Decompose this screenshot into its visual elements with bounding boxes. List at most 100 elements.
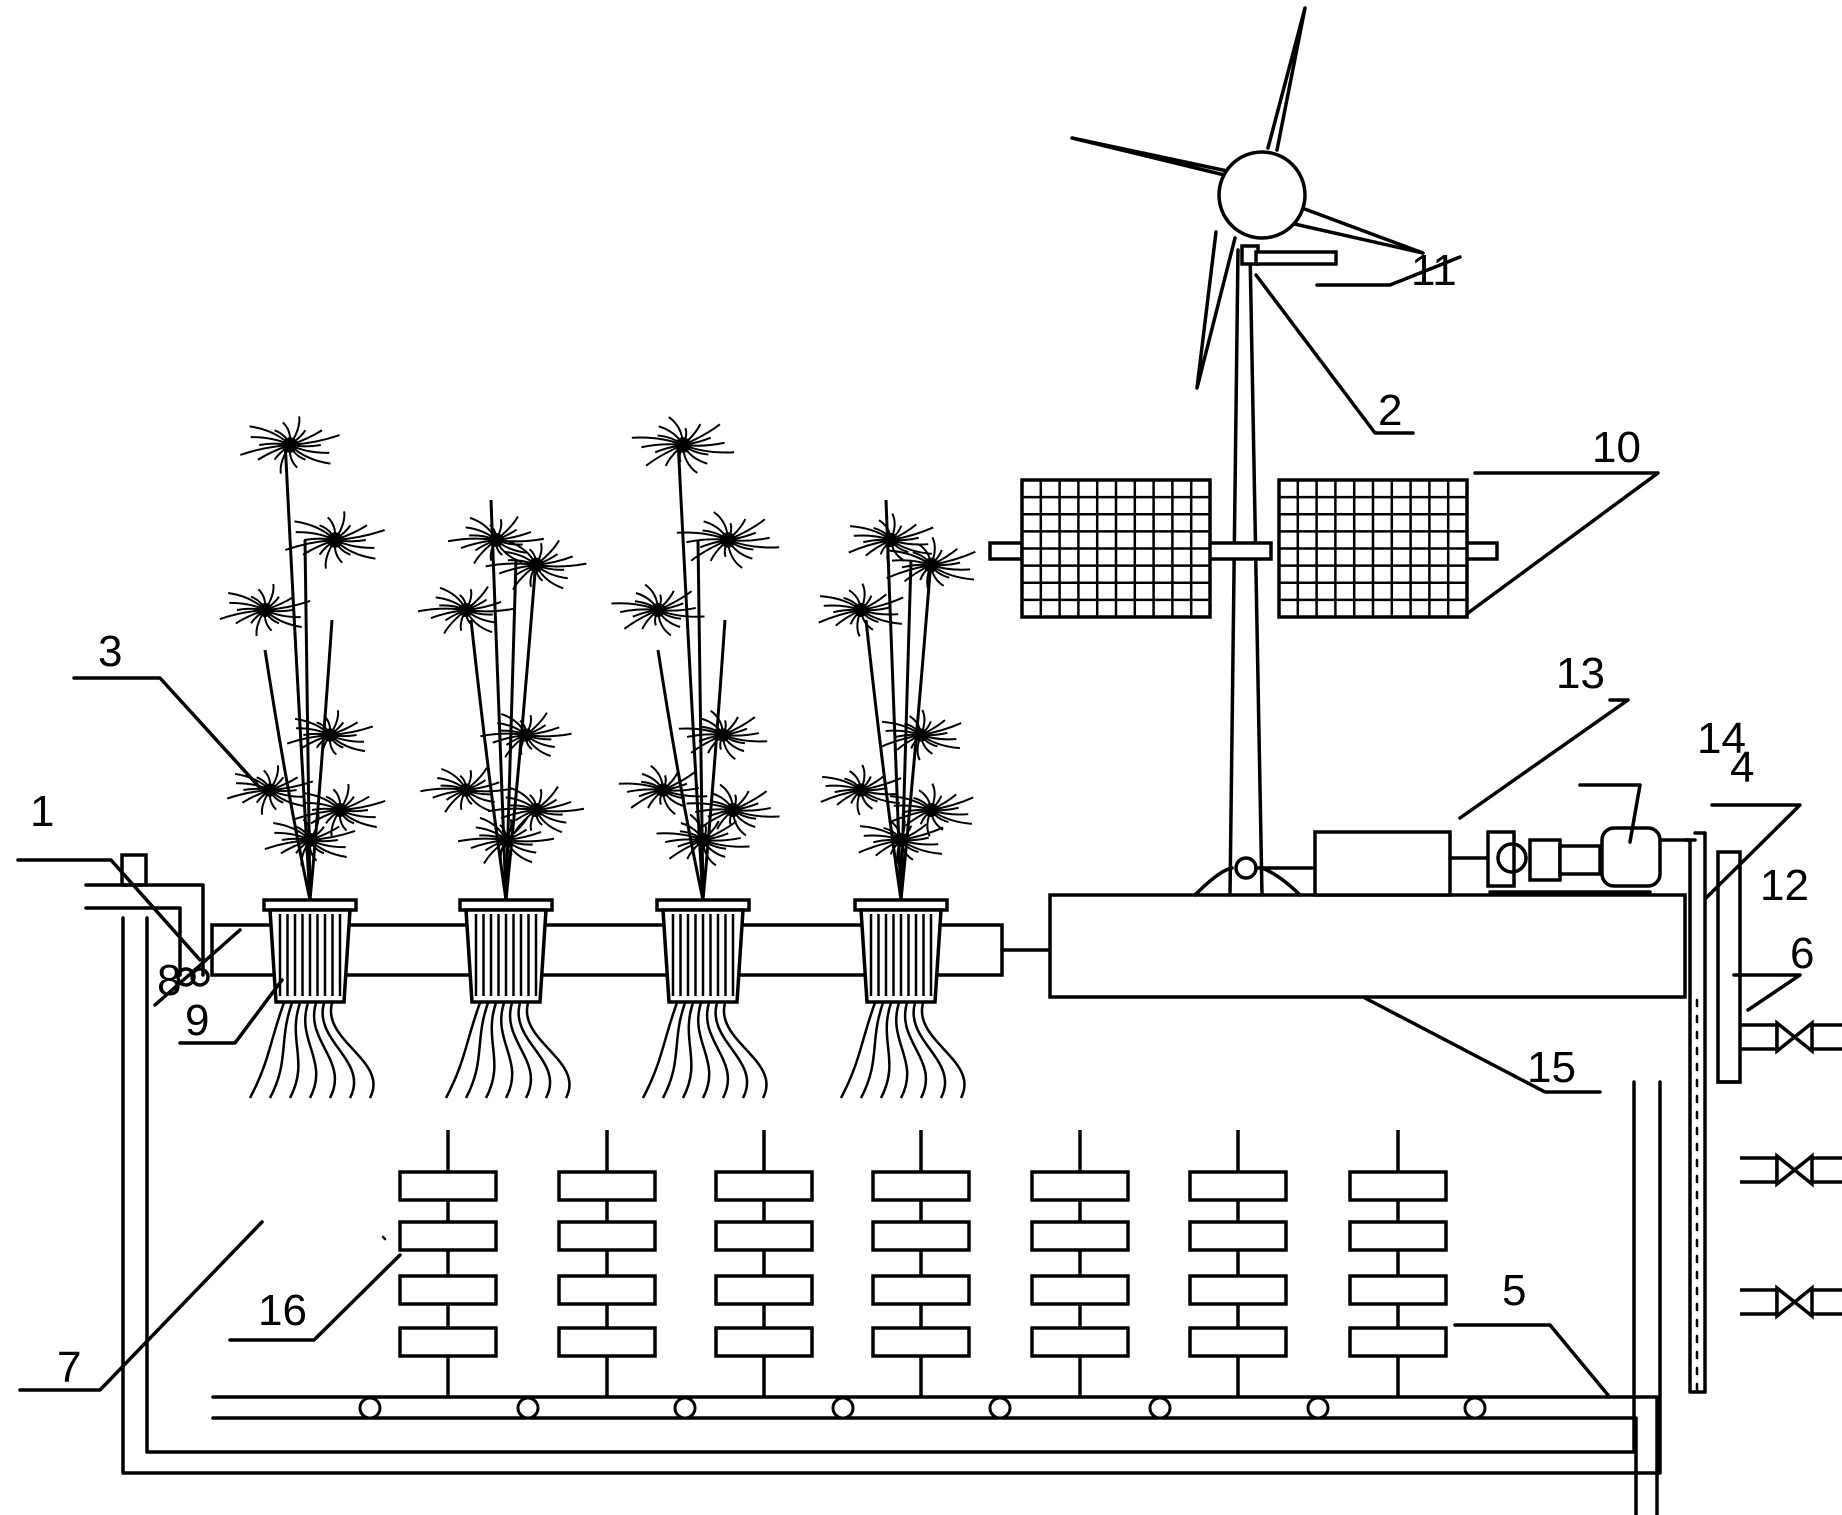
leader-lines [16, 255, 1802, 1397]
leaf-center [716, 728, 730, 742]
leaf-center [924, 803, 938, 817]
aerator-plate [1348, 1274, 1448, 1306]
aerator-plate [1348, 1170, 1448, 1202]
plant [219, 416, 386, 1099]
leaf-cluster [240, 416, 340, 474]
leaf-center [459, 783, 473, 797]
aerator-plate [871, 1274, 971, 1306]
outlet-valve [1740, 1019, 1842, 1055]
leaf-center [333, 803, 347, 817]
air-hole [1306, 1396, 1330, 1420]
leaf-cluster [656, 813, 750, 867]
root-line [879, 999, 894, 1099]
leaf-center [651, 603, 665, 617]
valve-outlet [1812, 1288, 1842, 1316]
aerator-plate [557, 1274, 657, 1306]
root-line [517, 999, 552, 1099]
root-line [304, 999, 318, 1099]
plant-pot [458, 898, 554, 1004]
air-hole [358, 1396, 382, 1420]
root-line [444, 999, 483, 1099]
leaf-cluster [848, 513, 934, 567]
label-11: 11 [1411, 246, 1457, 295]
leaf-center [327, 532, 343, 548]
leaf-center [675, 437, 691, 453]
root-line [508, 999, 533, 1099]
turbine-blades [1070, 6, 1425, 390]
root-line [705, 999, 730, 1099]
control-box [1313, 830, 1452, 897]
air-hole [673, 1396, 697, 1420]
leaf-center [854, 603, 868, 617]
label-9: 9 [185, 996, 209, 1045]
root-line [500, 999, 514, 1099]
aerator-plate [871, 1170, 971, 1202]
plant-roots [248, 999, 375, 1099]
leaf-cluster [264, 813, 356, 867]
leaf-cluster [886, 536, 976, 594]
root-line [288, 999, 303, 1099]
root-line [312, 999, 337, 1099]
leaf-cluster [294, 783, 386, 837]
label-8: 8 [157, 956, 181, 1005]
turbine-hub [1217, 150, 1307, 240]
aerator-plate [398, 1326, 498, 1358]
leaf-center [854, 783, 868, 797]
leaf-center [519, 728, 533, 742]
leaf-cluster [611, 583, 705, 637]
leaf-center [923, 557, 939, 573]
aerator-column [1348, 1130, 1448, 1397]
root-line [920, 999, 966, 1099]
outlet-valve [1740, 1284, 1842, 1320]
aerator-column [714, 1130, 814, 1397]
leaf-cluster [618, 765, 708, 815]
plant-stems [656, 439, 727, 901]
plant-roots [444, 999, 571, 1099]
aerator-plate [1030, 1326, 1130, 1358]
aerator-column [557, 1130, 657, 1397]
aerator-plate [1348, 1326, 1448, 1358]
plant [417, 499, 587, 1099]
leaf-center [528, 557, 544, 573]
plant-leaves [417, 516, 587, 864]
root-line [697, 999, 711, 1099]
label-7: 7 [57, 1343, 81, 1392]
aerator-plate [1188, 1170, 1288, 1202]
outlet-valve [1740, 1152, 1842, 1188]
root-line [714, 999, 749, 1099]
leaf-center [884, 533, 898, 547]
valve-outlet [1812, 1023, 1842, 1051]
stem [263, 649, 312, 901]
leaf-center [263, 783, 277, 797]
root-line [248, 999, 287, 1099]
aerator-plate [1030, 1274, 1130, 1306]
aerator-column [871, 1130, 971, 1397]
leaf-cluster [447, 516, 545, 564]
aerator-plate [557, 1220, 657, 1252]
root-line [641, 999, 680, 1099]
leaf-cluster [485, 539, 587, 591]
leaf-center [914, 728, 928, 742]
aerator-column [1188, 1130, 1288, 1397]
root-line [681, 999, 696, 1099]
root-line [268, 999, 295, 1099]
label-14: 14 [1697, 714, 1746, 763]
plant [611, 416, 780, 1099]
aerator-plate [714, 1220, 814, 1252]
aerator-plate [398, 1274, 498, 1306]
tower [1193, 248, 1314, 897]
leaf-center [459, 603, 473, 617]
tail-vane [1254, 250, 1338, 266]
stem [701, 619, 727, 901]
label-13: 13 [1556, 649, 1605, 698]
label-1: 1 [30, 787, 54, 836]
plant-roots [839, 999, 966, 1099]
label-5: 5 [1502, 1266, 1526, 1315]
stem [489, 499, 508, 901]
root-line [661, 999, 688, 1099]
leaf-cluster [286, 710, 374, 760]
aerator-plate [1188, 1326, 1288, 1358]
floating-platform [1048, 893, 1687, 999]
leaf-cluster [285, 511, 385, 569]
